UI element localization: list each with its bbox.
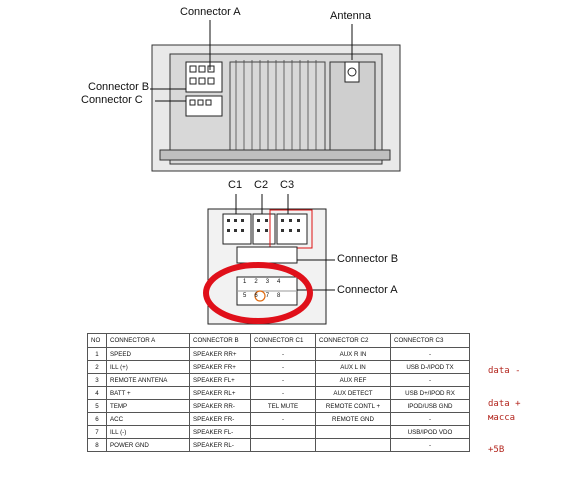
red-annotation-circle	[203, 262, 313, 324]
label-antenna: Antenna	[330, 10, 371, 22]
label-c1: C1	[228, 179, 243, 191]
note-plus5v: +5В	[488, 445, 505, 455]
label-connector-b-right: Connector B	[337, 253, 399, 265]
label-connector-a-top: Connector A	[180, 6, 241, 18]
rear-connector-a	[185, 61, 223, 93]
note-data-minus: data -	[488, 366, 521, 376]
connector-c2	[252, 213, 276, 245]
pin6-highlight-circle	[254, 290, 266, 302]
label-c3: C3	[280, 179, 295, 191]
note-data-plus: data +	[488, 399, 521, 409]
rear-connector-c	[185, 95, 223, 117]
header-connector-c2: CONNECTOR C2	[315, 333, 391, 348]
connector-face	[207, 208, 327, 325]
label-connector-a-right: Connector A	[337, 284, 398, 296]
label-connector-b: Connector B	[88, 81, 150, 93]
label-c2: C2	[254, 179, 269, 191]
header-connector-a: CONNECTOR A	[106, 333, 190, 348]
header-connector-c3: CONNECTOR C3	[390, 333, 470, 348]
label-connector-c: Connector C	[81, 94, 143, 106]
header-no: NO	[87, 333, 107, 348]
conn-a-pins-bottom: 5678	[243, 293, 289, 299]
table-header-row: NO CONNECTOR A CONNECTOR B CONNECTOR C1 …	[87, 333, 470, 348]
pinout-table: NO CONNECTOR A CONNECTOR B CONNECTOR C1 …	[87, 333, 470, 452]
connector-b-face	[236, 246, 298, 264]
header-connector-c1: CONNECTOR C1	[250, 333, 316, 348]
header-connector-b: CONNECTOR B	[189, 333, 251, 348]
conn-a-pins-top: 1234	[243, 279, 289, 285]
note-massa: масса	[488, 413, 516, 423]
rear-antenna-socket	[344, 61, 360, 83]
